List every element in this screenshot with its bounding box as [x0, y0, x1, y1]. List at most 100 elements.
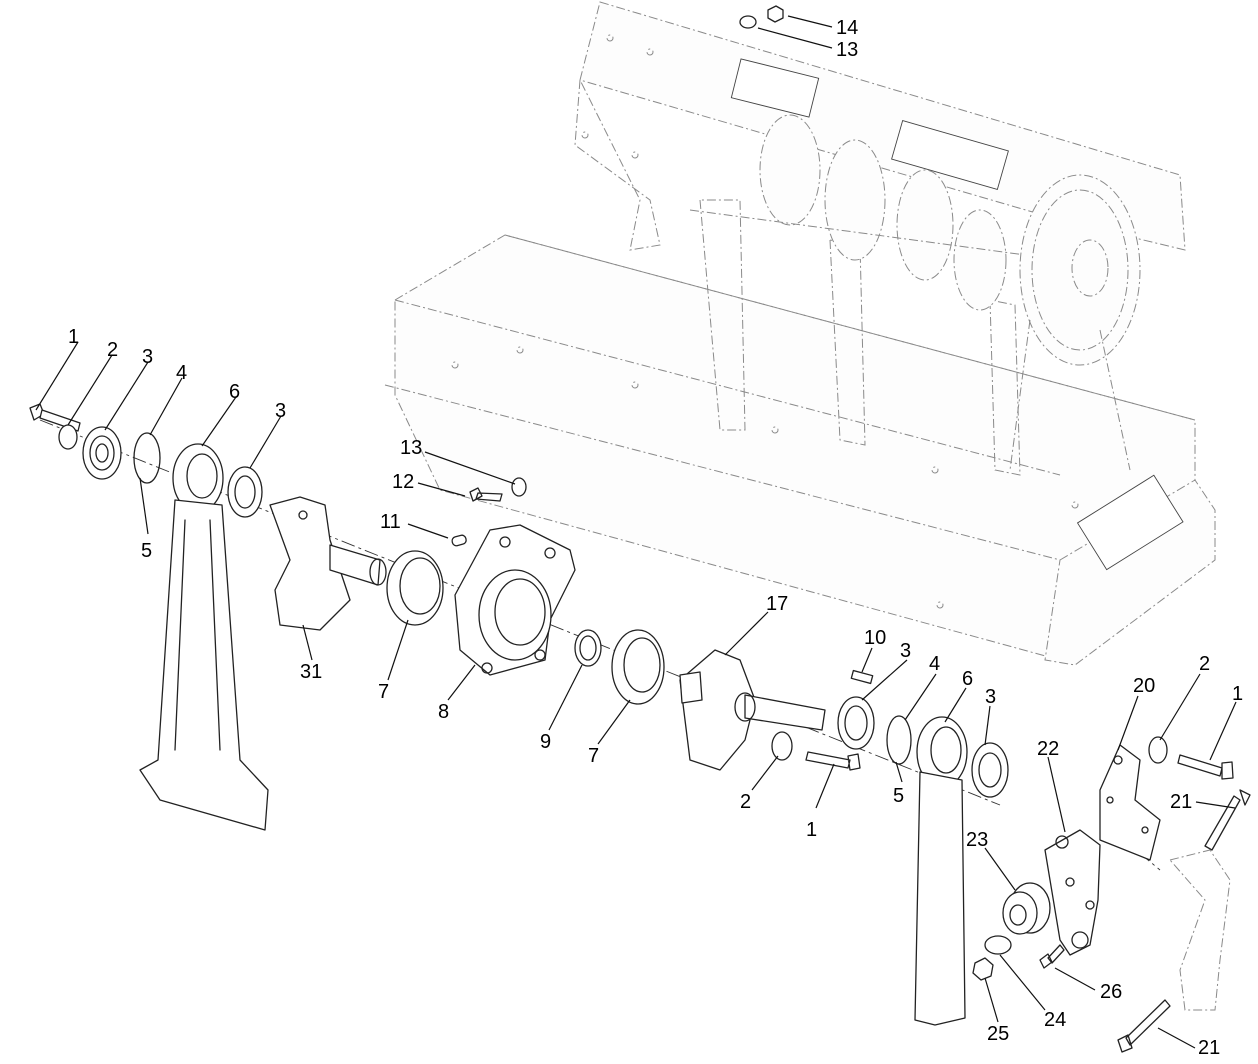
callout-2: 2	[107, 339, 118, 361]
callout-12: 12	[392, 471, 414, 493]
washer-13-top	[739, 15, 757, 29]
callout-7: 7	[588, 745, 599, 767]
warning-decal-top	[730, 58, 820, 118]
drive-pulley-groove	[1031, 189, 1129, 351]
callout-21: 21	[1170, 791, 1192, 813]
callout-13: 13	[836, 39, 858, 61]
bearing-3-right	[837, 696, 875, 750]
center-assembly	[386, 477, 874, 771]
frame-tine-arm-1	[699, 199, 746, 431]
nut-25	[972, 957, 994, 981]
bolt-12	[469, 487, 503, 502]
frame-rail-top	[394, 299, 1061, 476]
callout-labels: 1 2 3 4 6 3 5 13 12 11 31 7 8 9 7 17 10 …	[68, 17, 1243, 1059]
drive-pulley-phantom	[1019, 174, 1141, 366]
drive-pulley-hub	[1071, 239, 1109, 297]
callout-4: 4	[929, 653, 940, 675]
callout-10: 10	[864, 627, 886, 649]
nut-14-top	[767, 5, 784, 23]
bolt-1-right	[1177, 754, 1234, 780]
callout-25: 25	[987, 1023, 1009, 1045]
callout-5: 5	[893, 785, 904, 807]
bushing-23	[1002, 882, 1051, 935]
callout-6: 6	[229, 381, 240, 403]
washer-2-left	[58, 424, 78, 450]
callout-13: 13	[400, 437, 422, 459]
end-plate-decal	[1076, 474, 1184, 571]
connecting-rod-6-left	[139, 443, 269, 831]
guard-left-bracket	[574, 78, 661, 251]
right-assembly	[837, 696, 1251, 1053]
machine-frame-phantom	[384, 1, 1216, 666]
spacer-9	[574, 629, 602, 667]
callout-2: 2	[1199, 653, 1210, 675]
frame-tine-arm-2	[829, 239, 866, 446]
frame-crank-4	[953, 209, 1007, 311]
frame-crank-1	[759, 114, 821, 226]
bolt-21-upper	[1204, 789, 1251, 851]
callout-20: 20	[1133, 675, 1155, 697]
pin-11	[451, 534, 467, 547]
frame-hole	[631, 381, 639, 389]
right-arm-phantom	[1169, 849, 1231, 1011]
frame-crank-3	[896, 169, 954, 281]
frame-hole	[931, 466, 939, 474]
drive-belt-phantom	[1009, 319, 1131, 471]
callout-2: 2	[740, 791, 751, 813]
assembly-axis-main	[39, 419, 1001, 806]
snap-ring-4-left	[133, 432, 161, 484]
callout-11: 11	[380, 511, 401, 533]
callout-3: 3	[985, 686, 996, 708]
bearing-3-left-inner	[227, 466, 263, 518]
link-plate-22	[1044, 829, 1101, 956]
snap-ring-4-right	[886, 715, 912, 765]
frame-hole	[516, 346, 524, 354]
key-10	[850, 669, 874, 685]
frame-rail-back	[504, 234, 1196, 421]
callout-24: 24	[1044, 1009, 1066, 1031]
callout-3: 3	[900, 640, 911, 662]
callout-23: 23	[966, 829, 988, 851]
washer-2-mid	[771, 731, 793, 761]
callout-22: 22	[1037, 738, 1059, 760]
callout-5: 5	[141, 540, 152, 562]
callout-1: 1	[68, 326, 79, 348]
crank-31	[269, 496, 387, 631]
washer-2-right	[1148, 736, 1168, 764]
bearing-3-far-right	[971, 742, 1009, 798]
callout-1: 1	[806, 819, 817, 841]
bearing-7-right	[611, 629, 665, 705]
bolt-1-mid	[805, 751, 861, 771]
frame-hole	[1071, 501, 1079, 509]
frame-hole	[771, 426, 779, 434]
leader-lines	[35, 15, 1237, 1049]
frame-hole	[451, 361, 459, 369]
callout-9: 9	[540, 731, 551, 753]
frame-rail-front	[384, 384, 1061, 561]
bearing-7-left	[386, 550, 444, 626]
callout-3: 3	[275, 400, 286, 422]
bolt-26	[1039, 944, 1065, 969]
callout-4: 4	[176, 362, 187, 384]
callout-3: 3	[142, 346, 153, 368]
washer-13-mid	[511, 477, 527, 497]
frame-hole	[581, 131, 589, 139]
safety-decal-strip	[891, 120, 1009, 190]
frame-crank-2	[824, 139, 886, 261]
callout-14: 14	[836, 17, 858, 39]
crank-17	[679, 649, 826, 771]
connecting-rod-6-right	[914, 716, 968, 1026]
bearing-housing-8	[454, 524, 576, 676]
frame-hole	[936, 601, 944, 609]
left-assembly	[29, 403, 387, 831]
frame-hole	[631, 151, 639, 159]
callout-21: 21	[1198, 1037, 1220, 1059]
callout-7: 7	[378, 681, 389, 703]
bracket-20	[1099, 744, 1161, 861]
washer-24	[984, 935, 1012, 955]
callout-8: 8	[438, 701, 449, 723]
callout-17: 17	[766, 593, 788, 615]
bolt-21-lower	[1117, 999, 1171, 1053]
